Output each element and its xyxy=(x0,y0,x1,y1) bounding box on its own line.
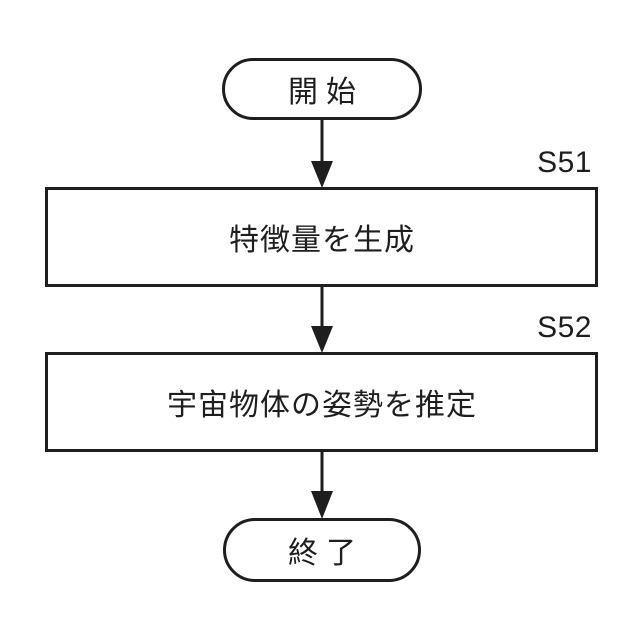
step-id-label-s52: S52 xyxy=(537,311,592,344)
start-label: 開始 xyxy=(288,76,364,109)
process-box-s52: 宇宙物体の姿勢を推定 xyxy=(45,352,598,452)
end-label: 終了 xyxy=(288,537,364,570)
start-terminal-node: 開始 xyxy=(222,58,422,120)
process-s52-text: 宇宙物体の姿勢を推定 xyxy=(167,389,477,422)
arrow-s52-to-end xyxy=(311,452,333,519)
arrow-s51-to-s52 xyxy=(311,287,333,353)
arrow-start-to-s51 xyxy=(311,120,333,188)
process-box-s51: 特徴量を生成 xyxy=(45,187,598,287)
process-s51-text: 特徴量を生成 xyxy=(229,224,415,257)
end-terminal-node: 終了 xyxy=(223,518,421,582)
step-id-label-s51: S51 xyxy=(537,146,592,179)
